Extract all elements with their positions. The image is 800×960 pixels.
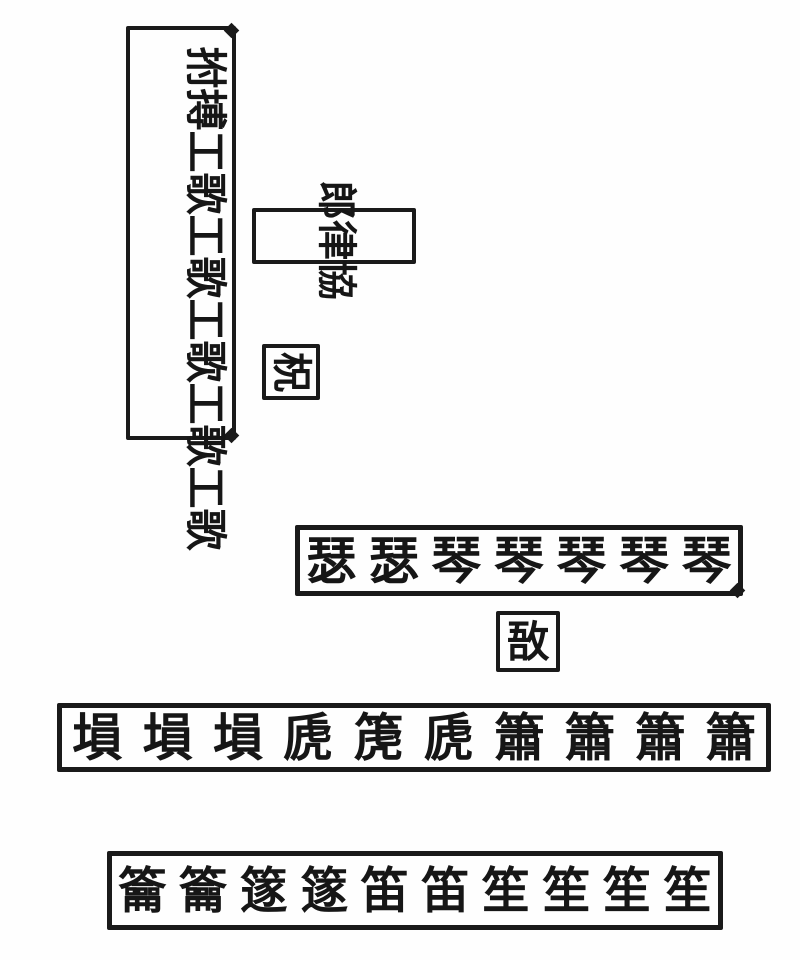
instrument-char: 笙	[663, 861, 712, 920]
conductor-label-box: 協律郎	[252, 173, 416, 300]
bofu-label: 搏拊	[180, 40, 228, 131]
singer-label: 歌工	[180, 376, 228, 467]
instrument-char: 琴	[493, 529, 544, 591]
instrument-char: 塤	[72, 706, 123, 768]
yu-instrument-box: 敔	[496, 611, 560, 672]
instrument-char: 篴	[300, 861, 349, 920]
instrument-char: 籥	[178, 861, 227, 920]
instrument-char: 虒	[283, 706, 334, 768]
instrument-char: 瑟	[306, 529, 357, 591]
instrument-char: 籥	[118, 861, 167, 920]
instrument-char: 笙	[603, 861, 652, 920]
winds-row-upper: 塤 塤 塤 虒 箎 虒 簫 簫 簫 簫	[62, 708, 766, 767]
instrument-char: 簫	[494, 706, 545, 768]
strings-row-box: 瑟 瑟 琴 琴 琴 琴 琴	[295, 525, 746, 599]
instrument-char: 笙	[481, 861, 530, 920]
instrument-char: 簫	[705, 706, 756, 768]
winds-row-upper-box: 塤 塤 塤 虒 箎 虒 簫 簫 簫 簫	[57, 703, 771, 772]
singers-column-content: 搏拊 歌工 歌工 歌工 歌工 歌工	[134, 37, 228, 551]
instrument-char: 笙	[542, 861, 591, 920]
instrument-char: 箎	[353, 706, 404, 768]
singer-label: 歌工	[180, 124, 228, 215]
instrument-char: 塤	[142, 706, 193, 768]
winds-row-lower: 籥 籥 篴 篴 笛 笛 笙 笙 笙 笙	[112, 856, 718, 925]
singer-label: 歌工	[180, 292, 228, 383]
instrument-char: 笛	[360, 861, 409, 920]
winds-row-lower-box: 籥 籥 篴 篴 笛 笛 笙 笙 笙 笙	[107, 851, 723, 930]
instrument-char: 琴	[619, 529, 670, 591]
yu-label: 敔	[506, 616, 549, 666]
conductor-label: 協律郎	[315, 173, 358, 300]
instrument-char: 虒	[424, 706, 475, 768]
zhu-label: 柷	[268, 352, 315, 392]
instrument-char: 簫	[635, 706, 686, 768]
instrument-char: 琴	[556, 529, 607, 591]
instrument-char: 笛	[421, 861, 470, 920]
corner-mark	[223, 22, 240, 39]
strings-row: 瑟 瑟 琴 琴 琴 琴 琴	[300, 530, 738, 591]
instrument-char: 琴	[681, 529, 732, 591]
instrument-char: 塤	[212, 706, 263, 768]
instrument-char: 琴	[431, 529, 482, 591]
singer-label: 歌工	[180, 208, 228, 299]
instrument-char: 篴	[239, 861, 288, 920]
instrument-char: 簫	[564, 706, 615, 768]
singer-label: 歌工	[180, 460, 228, 551]
singers-column-box: 搏拊 歌工 歌工 歌工 歌工 歌工	[126, 22, 240, 551]
zhu-instrument-box: 柷	[262, 344, 320, 400]
instrument-char: 瑟	[368, 529, 419, 591]
